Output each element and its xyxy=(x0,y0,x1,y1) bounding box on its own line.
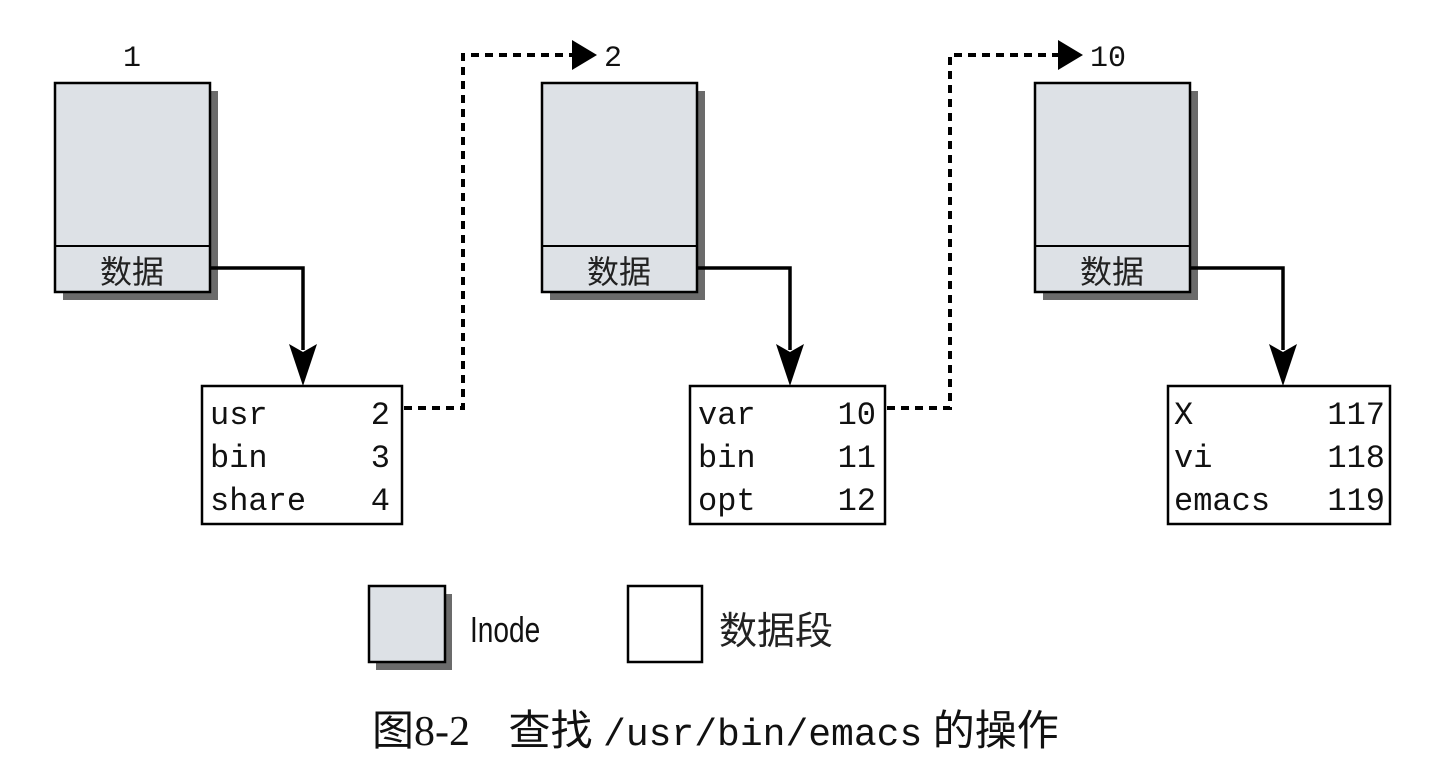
inode-data-label: 数据 xyxy=(100,254,164,290)
inode-data-label: 数据 xyxy=(587,254,651,290)
inode-data-label: 数据 xyxy=(1080,254,1144,290)
arrow-down-icon xyxy=(776,344,804,386)
dir-entry-inode: 4 xyxy=(371,483,390,520)
data-block-3: X 117 vi 118 emacs 119 xyxy=(1166,384,1392,526)
dir-entry-name: var xyxy=(698,397,756,434)
dir-entry-inode: 10 xyxy=(838,397,876,434)
solid-link-1 xyxy=(210,266,317,386)
legend-inode-label: Inode xyxy=(470,610,540,650)
link-line xyxy=(210,266,305,350)
dashed-link-2 xyxy=(887,40,1083,410)
inode-number: 10 xyxy=(1090,42,1126,76)
dir-entry-inode: 118 xyxy=(1327,440,1385,477)
dir-entry-inode: 117 xyxy=(1327,397,1385,434)
inode-box xyxy=(1033,81,1192,294)
dir-entry-inode: 12 xyxy=(838,483,876,520)
link-line xyxy=(404,53,572,410)
figure-caption: 图8-2 查找 /usr/bin/emacs 的操作 xyxy=(372,709,1059,757)
solid-link-3 xyxy=(1190,266,1297,386)
dir-entry-name: opt xyxy=(698,483,756,520)
arrow-right-icon xyxy=(1058,40,1083,70)
inode-number: 1 xyxy=(123,42,141,76)
data-block-box xyxy=(688,384,887,526)
inode-10: 数据 10 xyxy=(1033,42,1198,300)
arrow-down-icon xyxy=(289,344,317,386)
link-line xyxy=(697,266,792,350)
legend-inode-swatch xyxy=(367,584,447,664)
dashed-link-1 xyxy=(404,40,597,410)
dir-entry-name: bin xyxy=(698,440,756,477)
dir-entry-name: emacs xyxy=(1174,483,1270,520)
caption-figure-number: 图8-2 xyxy=(372,709,470,755)
dir-entry-inode: 2 xyxy=(371,397,390,434)
data-block-1: usr 2 bin 3 share 4 xyxy=(200,384,404,526)
caption-suffix: 的操作 xyxy=(933,709,1059,755)
legend-data-block-swatch xyxy=(626,584,704,664)
data-block-box xyxy=(200,384,404,526)
caption-prefix: 查找 xyxy=(509,709,593,755)
legend: Inode 数据段 xyxy=(367,584,833,670)
inode-box xyxy=(53,81,212,294)
caption-path: /usr/bin/emacs xyxy=(603,714,922,757)
caption-text: 图8-2 查找 /usr/bin/emacs 的操作 xyxy=(372,709,1059,757)
inode-number: 2 xyxy=(604,42,622,76)
link-line xyxy=(887,53,1060,410)
data-block-2: var 10 bin 11 opt 12 xyxy=(688,384,887,526)
data-block-box xyxy=(1166,384,1392,526)
solid-link-2 xyxy=(697,266,804,386)
inode-2: 数据 2 xyxy=(540,42,705,300)
dir-entry-name: X xyxy=(1174,397,1193,434)
arrow-right-icon xyxy=(572,40,597,70)
dir-entry-name: usr xyxy=(210,397,268,434)
link-line xyxy=(1190,266,1285,350)
dir-entry-inode: 119 xyxy=(1327,483,1385,520)
dir-entry-inode: 3 xyxy=(371,440,390,477)
dir-entry-name: vi xyxy=(1174,440,1212,477)
arrow-down-icon xyxy=(1269,344,1297,386)
dir-entry-name: share xyxy=(210,483,306,520)
dir-entry-inode: 11 xyxy=(838,440,876,477)
legend-data-block-label: 数据段 xyxy=(719,611,833,653)
dir-entry-name: bin xyxy=(210,440,268,477)
inode-1: 数据 1 xyxy=(53,42,218,300)
inode-box xyxy=(540,81,699,294)
